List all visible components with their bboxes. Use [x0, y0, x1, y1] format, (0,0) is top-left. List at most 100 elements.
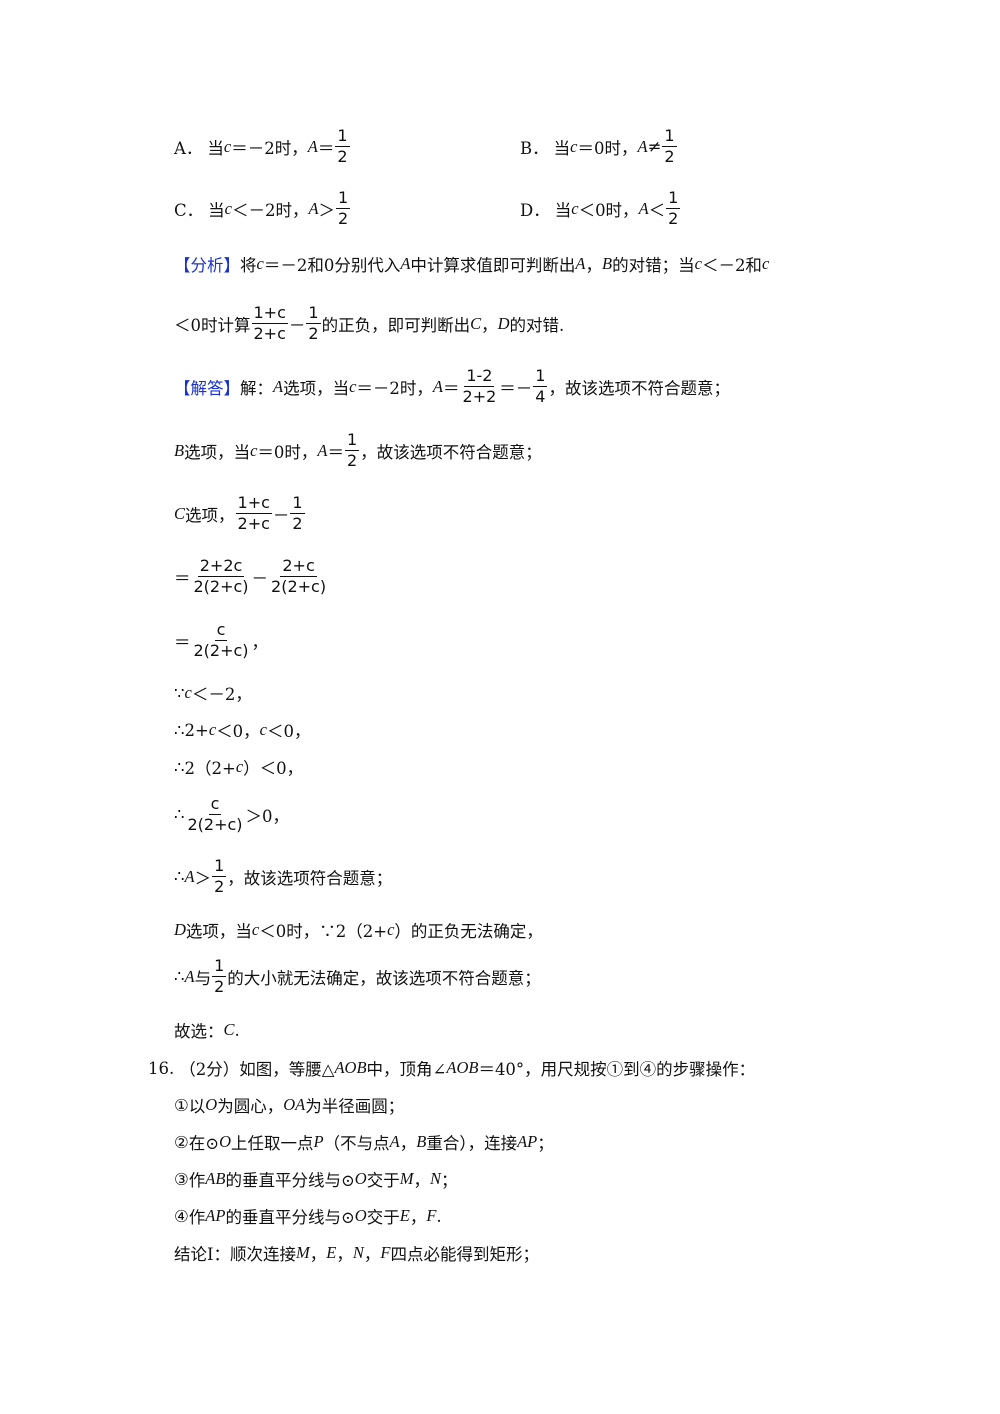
text: 当 [553, 138, 571, 158]
variable: A [273, 376, 284, 396]
numerator: 2+c [280, 556, 317, 577]
option-label: B． [520, 138, 549, 158]
text: ＜－2时， [231, 200, 309, 220]
numerator: 1+c [235, 493, 272, 514]
relation: ＜ [648, 200, 666, 220]
text: 与 [194, 968, 212, 988]
text: 解： [240, 378, 273, 398]
operator: ＝ [174, 632, 191, 652]
variable: c [349, 376, 357, 396]
variable: c [694, 254, 702, 273]
variable: c [387, 920, 395, 939]
text: ，故该选项不符合题意； [548, 378, 730, 398]
variable: A [432, 376, 444, 396]
variable: AP [205, 1206, 226, 1225]
solution-line-d1: D 选项，当 c ＜0时，∵2（2+ c ）的正负无法确定， [174, 918, 543, 942]
numerator: 1 [666, 188, 681, 209]
variable: O [354, 1206, 367, 1225]
variable: C [174, 503, 186, 523]
text: ＝－2时， [356, 378, 433, 398]
variable: E [399, 1206, 410, 1225]
relation: ＞ [318, 200, 336, 220]
text: ＜0， [216, 722, 260, 741]
question-score: （2分） [179, 1060, 240, 1079]
text: ＜0时计算 [174, 315, 251, 335]
text: ＝ [327, 442, 345, 462]
text: ， [399, 1134, 417, 1153]
numerator: 2+2c [197, 556, 245, 577]
numerator: 1 [345, 430, 360, 451]
variable: A [400, 254, 411, 273]
variable: F [380, 1243, 391, 1262]
because-symbol: ∵ [174, 683, 185, 703]
numerator: c [208, 794, 222, 815]
relation: ≠ [647, 137, 662, 156]
text: 的对错；当 [612, 256, 695, 275]
numerator: 1 [212, 956, 227, 977]
question-16-step-1: ① 以 O 为圆心， OA 为半径画圆； [174, 1093, 404, 1117]
variable: AOB [334, 1058, 367, 1077]
therefore-symbol: ∴ [174, 805, 185, 824]
text: ， [363, 1245, 381, 1264]
text: 如图，等腰△ [239, 1060, 335, 1079]
variable: c [571, 198, 579, 218]
variable: M [399, 1169, 414, 1188]
question-16-step-4: ④ 作 AP 的垂直平分线与⊙ O 交于 E ， F . [174, 1204, 442, 1228]
text: 将 [240, 256, 257, 275]
question-number: 16. [148, 1058, 175, 1078]
text: 四点必能得到矩形； [390, 1245, 539, 1264]
step-marker: ① [174, 1095, 189, 1115]
text: ＝0时， [577, 138, 638, 158]
variable: c [761, 254, 770, 273]
therefore-symbol: ∴ [174, 967, 185, 986]
denominator: 2 [292, 514, 303, 533]
denominator: 2+c [253, 324, 286, 343]
text: ， [585, 256, 603, 275]
text: ＝0时， [257, 442, 318, 462]
text: 当 [207, 138, 224, 158]
solution-line-c6: ∴ 2（2+ c ）＜0， [174, 755, 303, 779]
step-marker: ③ [174, 1169, 189, 1189]
denominator: 2 [338, 209, 349, 228]
option-label: D． [520, 200, 550, 220]
denominator: 2 [214, 977, 225, 996]
text: . [436, 1206, 442, 1226]
text: ＜0， [266, 722, 311, 741]
text: ＝40°，用尺规按①到④的步骤操作： [478, 1060, 756, 1079]
variable: c [256, 254, 264, 273]
variable: B [602, 254, 613, 273]
operator: － [272, 505, 290, 525]
question-16-step-2: ② 在⊙ O 上任取一点 P （不与点 A ， B 重合），连接 AP ； [174, 1130, 554, 1154]
text: 选项， [185, 505, 235, 525]
variable: P [313, 1132, 324, 1151]
variable: N [352, 1243, 364, 1262]
numerator: c [214, 620, 228, 641]
text: 的垂直平分线与⊙ [225, 1208, 355, 1227]
variable: A [184, 866, 195, 886]
numerator: 1 [290, 493, 305, 514]
text: 上任取一点 [231, 1134, 314, 1153]
denominator: 4 [535, 387, 546, 406]
denominator: 2 [664, 147, 675, 166]
variable: A [575, 254, 586, 273]
variable: D [497, 313, 510, 333]
variable: AB [205, 1169, 226, 1188]
text: ； [440, 1171, 458, 1190]
option-label: C． [174, 200, 204, 220]
operator: ＝ [174, 568, 191, 588]
text: ， [409, 1208, 427, 1227]
